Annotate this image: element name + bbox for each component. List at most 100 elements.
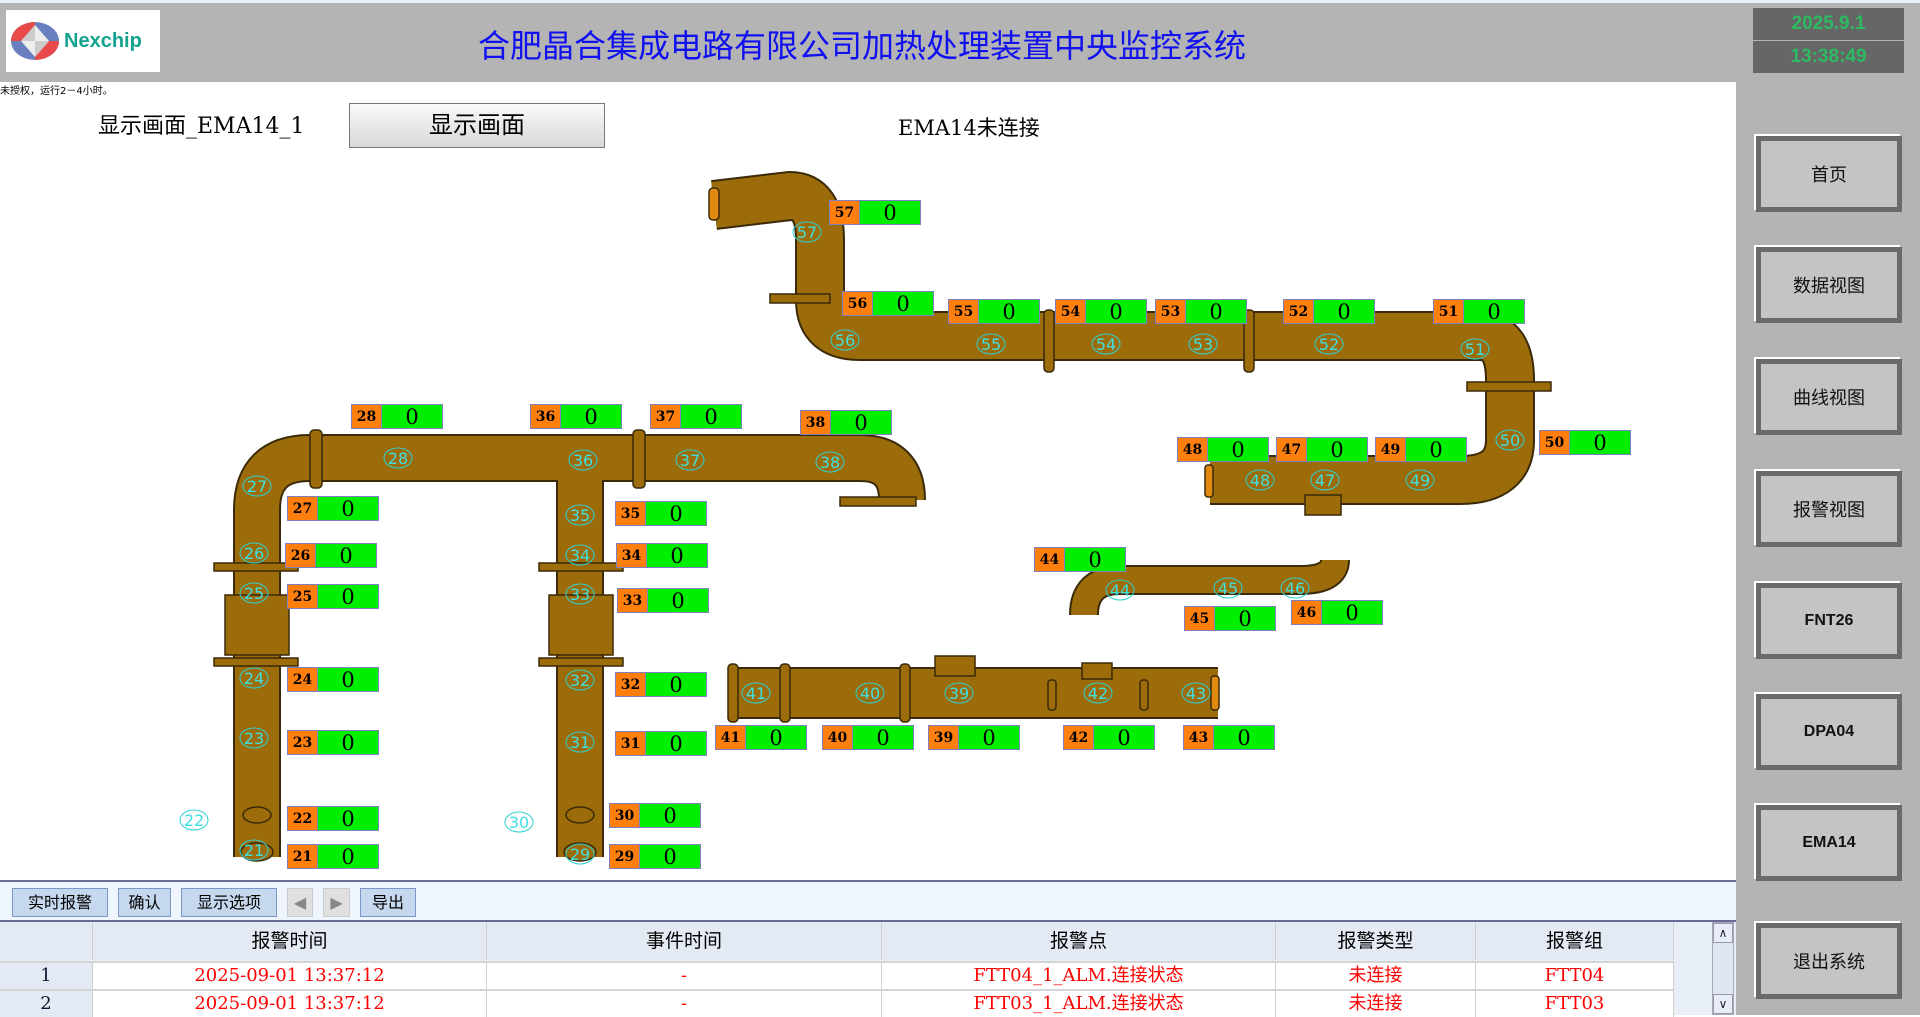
column-header[interactable]: 报警时间 (93, 922, 487, 960)
section-marker-label: 56 (835, 331, 855, 350)
sensor-id: 48 (1178, 438, 1208, 461)
section-marker-36: 36 (568, 449, 598, 471)
sensor-value: 0 (646, 673, 706, 697)
section-marker-24: 24 (239, 667, 269, 689)
table-header: 报警时间 事件时间 报警点 报警类型 报警组 (0, 922, 1674, 960)
nav-dpa04-button[interactable]: DPA04 (1756, 694, 1902, 770)
sensor-value: 0 (1186, 300, 1246, 324)
sensor-value: 0 (1314, 300, 1374, 324)
sensor-id: 45 (1185, 607, 1215, 630)
scroll-down-icon[interactable]: ∨ (1713, 994, 1733, 1014)
prev-icon[interactable]: ◀ (287, 888, 313, 917)
sensor-value: 0 (1322, 601, 1382, 625)
alarm-point: FTT03_1_ALM.连接状态 (882, 991, 1276, 1017)
sensor-value: 0 (640, 804, 700, 828)
section-marker-56: 56 (830, 329, 860, 351)
screen-name: 显示画面_EMA14_1 (98, 114, 305, 139)
sensor-value: 0 (318, 807, 378, 831)
section-marker-34: 34 (565, 544, 595, 566)
section-marker-51: 51 (1460, 338, 1490, 360)
section-marker-label: 31 (570, 733, 590, 752)
column-header (0, 922, 93, 960)
table-row[interactable]: 2 2025-09-01 13:37:12 - FTT03_1_ALM.连接状态… (0, 989, 1674, 1017)
sensor-value: 0 (318, 845, 378, 869)
sensor-id: 25 (288, 585, 318, 608)
nav-data-view-button[interactable]: 数据视图 (1756, 247, 1902, 323)
sensor-value: 0 (646, 502, 706, 526)
sensor-value: 0 (1065, 548, 1125, 572)
section-marker-label: 52 (1319, 335, 1339, 354)
scroll-up-icon[interactable]: ∧ (1713, 923, 1733, 943)
pipe-flanges (213, 187, 1552, 862)
section-marker-48: 48 (1245, 469, 1275, 491)
column-header[interactable]: 事件时间 (487, 922, 882, 960)
sensor-id: 40 (823, 726, 853, 749)
sensor-value: 0 (318, 668, 378, 692)
section-marker-43: 43 (1181, 682, 1211, 704)
sensor-value: 0 (1208, 438, 1268, 462)
time-display: 13:38:49 (1753, 41, 1904, 73)
confirm-button[interactable]: 确认 (118, 888, 171, 917)
sensor-value: 0 (382, 405, 442, 429)
alarm-toolbar: 实时报警 确认 显示选项 ◀ ▶ 导出 (0, 880, 1736, 920)
section-marker-label: 26 (244, 544, 264, 563)
sensor-id: 36 (531, 405, 561, 428)
section-marker-label: 37 (680, 451, 700, 470)
sensor-value: 0 (959, 726, 1019, 750)
nav-exit-button[interactable]: 退出系统 (1756, 923, 1902, 999)
column-header[interactable]: 报警点 (882, 922, 1276, 960)
alarm-time: 2025-09-01 13:37:12 (93, 991, 487, 1017)
sensor-id: 23 (288, 731, 318, 754)
section-marker-22: 22 (179, 809, 209, 831)
column-header[interactable]: 报警类型 (1276, 922, 1476, 960)
section-marker-52: 52 (1314, 333, 1344, 355)
right-nav-panel: 2025.9.1 13:38:49 首页 数据视图 曲线视图 报警视图 FNT2… (1736, 3, 1920, 1015)
section-marker-57: 57 (792, 221, 822, 243)
sensor-id: 26 (286, 544, 316, 567)
section-marker-25: 25 (239, 582, 269, 604)
section-marker-label: 43 (1186, 684, 1206, 703)
section-marker-label: 33 (570, 585, 590, 604)
nav-ema14-button[interactable]: EMA14 (1756, 805, 1902, 881)
sensor-id: 21 (288, 845, 318, 868)
section-marker-label: 41 (746, 684, 766, 703)
table-row[interactable]: 1 2025-09-01 13:37:12 - FTT04_1_ALM.连接状态… (0, 961, 1674, 989)
section-marker-label: 50 (1500, 431, 1520, 450)
nav-alarm-view-button[interactable]: 报警视图 (1756, 471, 1902, 547)
section-marker-label: 49 (1410, 471, 1430, 490)
next-icon[interactable]: ▶ (323, 888, 350, 917)
nav-home-button[interactable]: 首页 (1756, 136, 1902, 212)
section-marker-label: 29 (570, 845, 590, 864)
section-marker-40: 40 (855, 682, 885, 704)
table-scrollbar[interactable]: ∧ ∨ (1712, 922, 1734, 1015)
alarm-time: 2025-09-01 13:37:12 (93, 963, 487, 989)
sensor-id: 51 (1434, 300, 1464, 323)
column-header[interactable]: 报警组 (1476, 922, 1674, 960)
nav-trend-view-button[interactable]: 曲线视图 (1756, 359, 1902, 435)
section-marker-label: 57 (797, 223, 817, 242)
top-strip (0, 0, 1920, 3)
export-button[interactable]: 导出 (360, 888, 416, 917)
sensor-id: 49 (1376, 438, 1406, 461)
section-marker-label: 25 (244, 584, 264, 603)
show-screen-button[interactable]: 显示画面 (349, 103, 605, 148)
realtime-alarm-button[interactable]: 实时报警 (12, 888, 108, 917)
section-marker-41: 41 (741, 682, 771, 704)
nav-fnt26-button[interactable]: FNT26 (1756, 583, 1902, 659)
display-options-button[interactable]: 显示选项 (181, 888, 277, 917)
section-marker-54: 54 (1091, 333, 1121, 355)
section-marker-45: 45 (1213, 577, 1243, 599)
sensor-id: 24 (288, 668, 318, 691)
section-marker-label: 36 (573, 451, 593, 470)
